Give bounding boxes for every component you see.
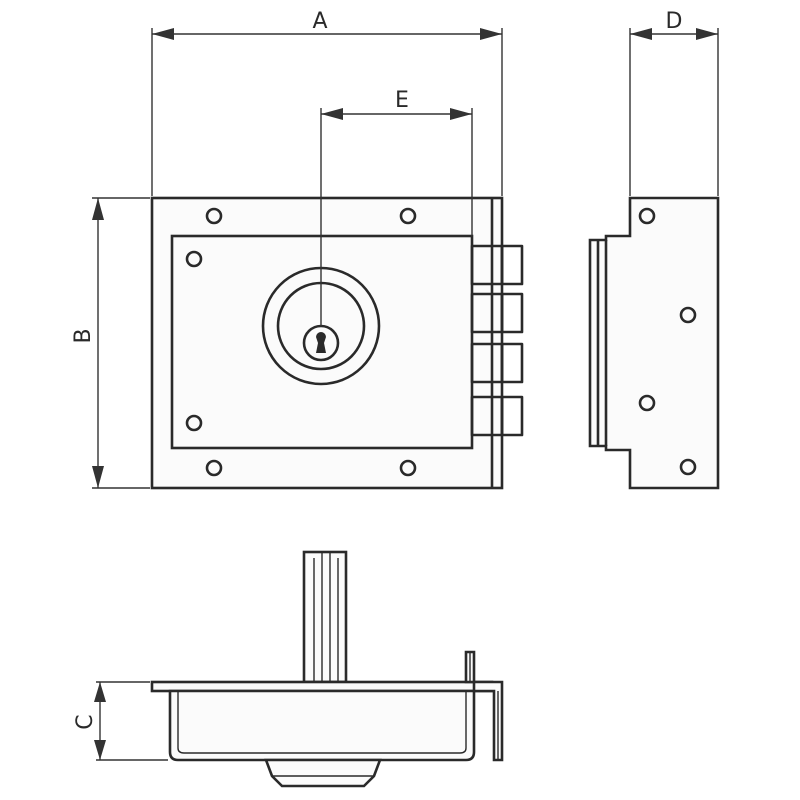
dimension-c: C xyxy=(73,681,168,761)
dimension-label-b: B xyxy=(71,328,96,343)
dimension-label-a: A xyxy=(312,9,327,34)
arrow-right-icon xyxy=(480,28,502,40)
bolt-tip xyxy=(500,342,524,384)
keyhole-icon xyxy=(316,332,326,353)
arrow-left-icon xyxy=(630,28,652,40)
screw-hole xyxy=(185,414,203,432)
dimension-label-e: E xyxy=(395,88,409,113)
screw-hole xyxy=(638,207,656,225)
dimension-a: A xyxy=(151,9,503,196)
arrow-left-icon xyxy=(321,108,343,120)
dimension-label-c: C xyxy=(73,714,98,729)
dimension-e: E xyxy=(320,88,473,326)
bolt-tip xyxy=(500,395,524,437)
side-plate-outline xyxy=(588,196,720,490)
arrow-right-icon xyxy=(450,108,472,120)
bolt-tip xyxy=(500,292,524,334)
bottom-body xyxy=(168,689,476,762)
screw-hole xyxy=(399,207,417,225)
dimension-d: D xyxy=(629,9,719,196)
bolts xyxy=(470,244,524,437)
screw-hole xyxy=(185,250,203,268)
side-view xyxy=(588,196,720,490)
screw-hole xyxy=(679,306,697,324)
arrow-down-icon xyxy=(94,740,106,760)
arrow-left-icon xyxy=(152,28,174,40)
bottom-top-plate xyxy=(150,680,494,693)
screw-hole xyxy=(399,459,417,477)
dimension-label-d: D xyxy=(666,9,683,34)
bolt-tip xyxy=(500,244,524,286)
screw-hole xyxy=(679,458,697,476)
arrow-right-icon xyxy=(696,28,718,40)
arrow-up-icon xyxy=(92,198,104,220)
front-view xyxy=(150,196,524,490)
cylinder-base xyxy=(264,758,382,788)
dimension-b: B xyxy=(71,197,150,489)
arrow-up-icon xyxy=(94,682,106,702)
bottom-body-inner xyxy=(177,691,467,754)
arrow-down-icon xyxy=(92,466,104,488)
screw-hole xyxy=(205,207,223,225)
screw-hole xyxy=(638,394,656,412)
spindle xyxy=(302,550,348,684)
screw-hole xyxy=(205,459,223,477)
bottom-view xyxy=(150,550,504,788)
